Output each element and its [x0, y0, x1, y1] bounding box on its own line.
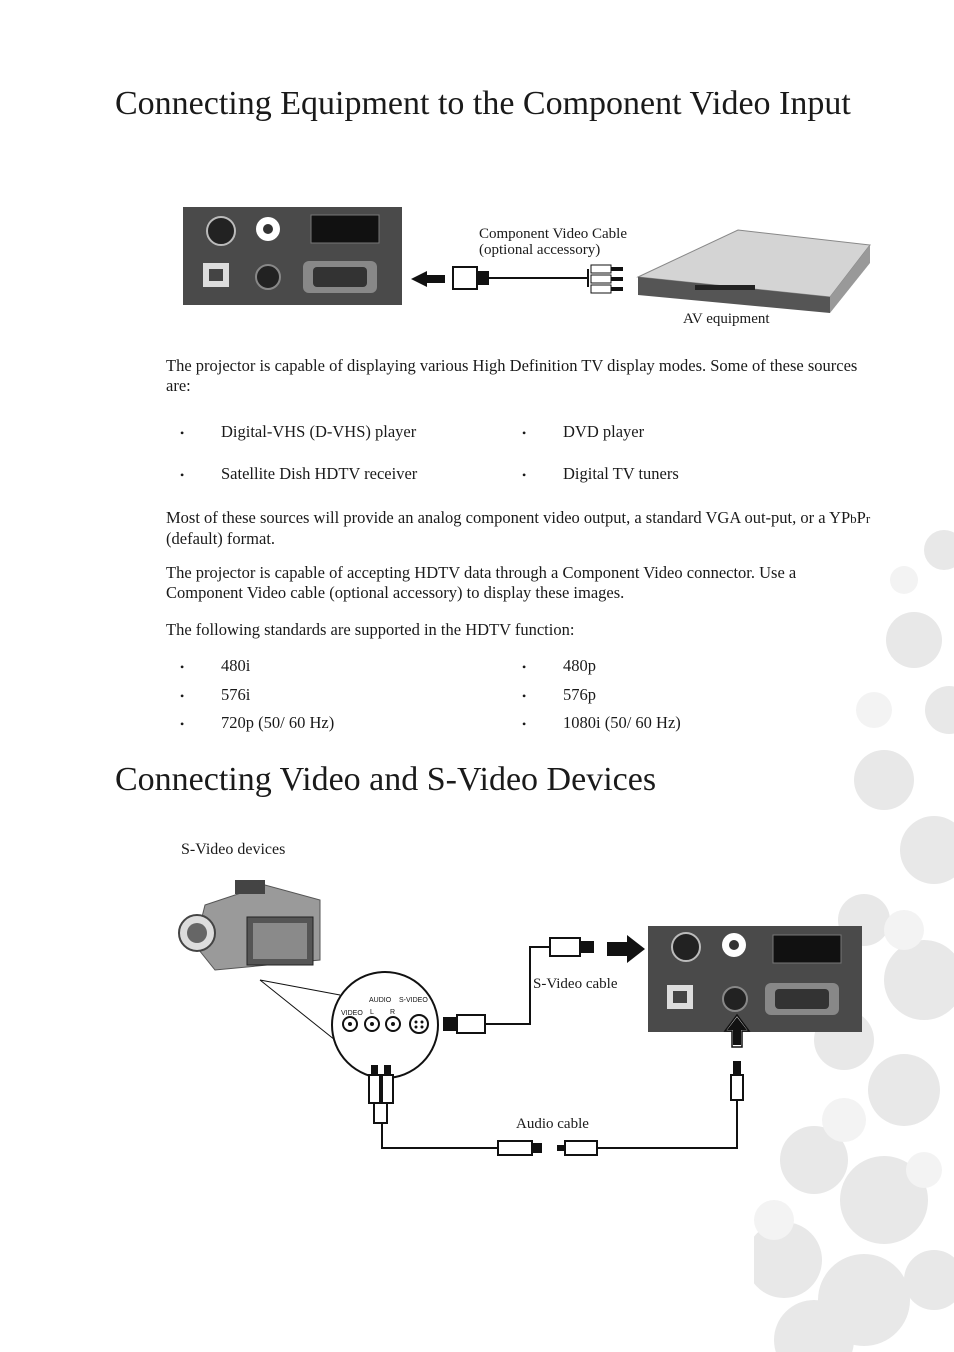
section-title-component: Connecting Equipment to the Component Vi…: [115, 85, 851, 122]
svideo-cable-label: S-Video cable: [533, 976, 618, 992]
svideo-plug-icon: [443, 937, 594, 1034]
av-equipment-icon: [636, 229, 871, 313]
jack-audio-label: AUDIO: [369, 997, 392, 1004]
standard-item: 1080i (50/ 60 Hz): [563, 713, 681, 732]
intro-paragraph: The projector is capable of displaying v…: [166, 356, 858, 395]
standard-item: 576p: [563, 685, 596, 704]
jack-video-label: VIDEO: [341, 1010, 363, 1017]
arrow-icon: [411, 271, 445, 287]
cable-label: Component Video Cable (optional accessor…: [479, 226, 627, 258]
standard-item: 480i: [221, 656, 251, 675]
audio-plug-icon: [557, 1061, 744, 1156]
jack-svideo-label: S-VIDEO: [399, 997, 428, 1004]
component-diagram: [183, 207, 871, 313]
svideo-devices-label: S-Video devices: [181, 841, 286, 858]
bullet-dot: •: [522, 660, 527, 674]
arrow-icon: [723, 1013, 751, 1048]
audio-cable-label: Audio cable: [516, 1116, 589, 1132]
source-item: Digital TV tuners: [563, 464, 679, 483]
bullet-dot: •: [180, 468, 185, 482]
bullet-dot: •: [180, 689, 185, 703]
jack-r-label: R: [390, 1009, 395, 1016]
standard-item: 480p: [563, 656, 596, 675]
hdtv-paragraph: The projector is capable of accepting HD…: [166, 563, 797, 602]
standard-item: 576i: [221, 685, 251, 704]
bullet-dot: •: [180, 717, 185, 731]
bullet-dot: •: [522, 689, 527, 703]
jack-l-label: L: [370, 1009, 374, 1016]
source-item: Satellite Dish HDTV receiver: [221, 464, 418, 483]
standards-paragraph: The following standards are supported in…: [166, 620, 575, 639]
vga-plug-icon: [452, 266, 588, 290]
video-diagram: VIDEO AUDIO L R S-VIDEO: [178, 880, 862, 1156]
camcorder-icon: [178, 880, 321, 971]
jack-panel-icon: VIDEO AUDIO L R S-VIDEO: [331, 971, 439, 1079]
bullet-dot: •: [522, 717, 527, 731]
source-item: Digital-VHS (D-VHS) player: [221, 422, 417, 441]
bullet-dot: •: [180, 660, 185, 674]
standard-item: 720p (50/ 60 Hz): [221, 713, 335, 732]
bullet-dot: •: [180, 426, 185, 440]
bullet-dot: •: [522, 426, 527, 440]
source-item: DVD player: [563, 422, 645, 441]
formats-paragraph: Most of these sources will provide an an…: [166, 508, 871, 548]
arrow-icon: [607, 935, 645, 963]
av-equipment-label: AV equipment: [683, 311, 770, 327]
rca-plug-icon: [587, 264, 623, 294]
rca-plug-icon: [368, 1065, 542, 1156]
projector-panel-icon: [648, 926, 862, 1032]
projector-panel-icon: [183, 207, 402, 305]
section-title-video: Connecting Video and S-Video Devices: [115, 761, 657, 798]
bullet-dot: •: [522, 468, 527, 482]
